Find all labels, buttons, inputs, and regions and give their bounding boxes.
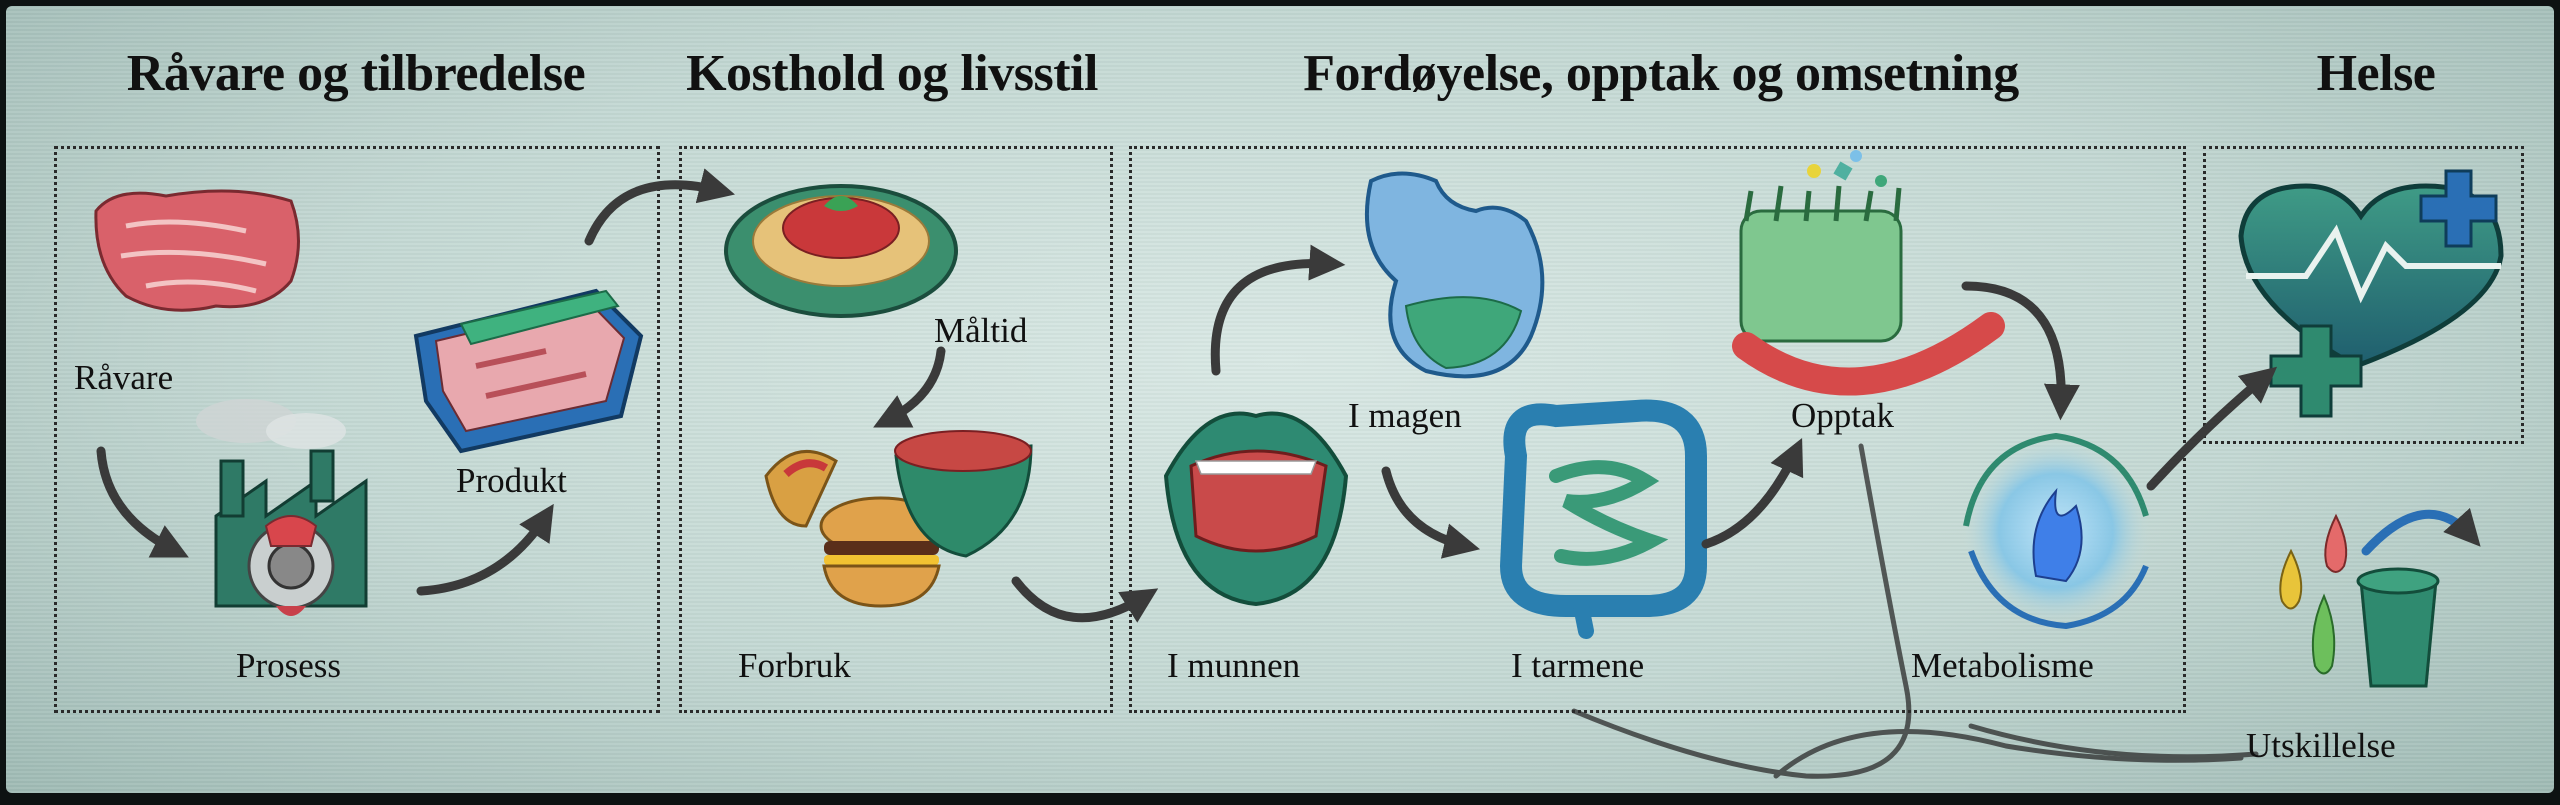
section-title-diet: Kosthold og livsstil xyxy=(686,45,1098,102)
excretion-icon xyxy=(2279,513,2440,688)
arrow-metabolisme-to-helse xyxy=(2146,366,2278,491)
raw-meat-icon xyxy=(94,189,300,312)
heart-icon xyxy=(2238,183,2504,369)
section-title-digestion: Fordøyelse, opptak og omsetning xyxy=(1303,45,2019,102)
factory-icon xyxy=(196,399,368,616)
arrow-excretion-bin xyxy=(2361,507,2481,556)
label-metabolisme: Metabolisme xyxy=(1911,646,2094,685)
excretion-lines xyxy=(1571,443,2259,779)
arrow-opptak-to-metabolisme xyxy=(1961,281,2080,421)
medical-cross-icon xyxy=(2269,169,2498,418)
arrow-magen-to-tarmene xyxy=(1381,466,1481,559)
mouth-icon xyxy=(1163,411,1349,607)
label-forbruk: Forbruk xyxy=(738,646,851,685)
arrow-tarmene-to-opptak xyxy=(1701,437,1804,549)
arrow-maltid-to-forbruk xyxy=(873,346,946,428)
label-opptak: Opptak xyxy=(1791,396,1895,435)
arrow-munnen-to-magen xyxy=(1210,244,1346,376)
illustration-layer xyxy=(94,150,2504,779)
arrow-produkt-to-maltid xyxy=(584,168,735,246)
packaged-product-icon xyxy=(413,288,644,454)
intestines-icon xyxy=(1499,399,1707,639)
section-title-health: Helse xyxy=(2316,45,2436,102)
label-utskillelse: Utskillelse xyxy=(2246,726,2396,765)
label-produkt: Produkt xyxy=(456,461,567,500)
metabolism-icon xyxy=(1961,432,2151,630)
section-title-raw-material: Råvare og tilbredelse xyxy=(126,45,586,102)
label-i-munnen: I munnen xyxy=(1167,646,1301,685)
absorption-icon xyxy=(1732,150,2005,396)
stomach-icon xyxy=(1364,171,1545,379)
frame-diet xyxy=(679,146,1113,713)
label-i-tarmene: I tarmene xyxy=(1511,646,1645,685)
flow-arrows xyxy=(96,168,2481,623)
frame-health xyxy=(2203,146,2524,444)
label-i-magen: I magen xyxy=(1348,396,1462,435)
arrow-forbruk-to-munnen xyxy=(1011,576,1159,623)
diagram-canvas: Råvare og tilbredelse Kosthold og livsst… xyxy=(6,6,2554,793)
arrow-ravare-to-prosess xyxy=(96,446,189,558)
label-maltid: Måltid xyxy=(934,311,1028,350)
arrow-prosess-to-produkt xyxy=(416,503,554,596)
label-ravare: Råvare xyxy=(74,358,174,397)
frame-raw-material xyxy=(54,146,660,713)
fast-food-icon xyxy=(764,430,1033,608)
spaghetti-plate-icon xyxy=(724,184,958,318)
frame-digestion xyxy=(1129,146,2186,713)
label-prosess: Prosess xyxy=(236,646,342,685)
